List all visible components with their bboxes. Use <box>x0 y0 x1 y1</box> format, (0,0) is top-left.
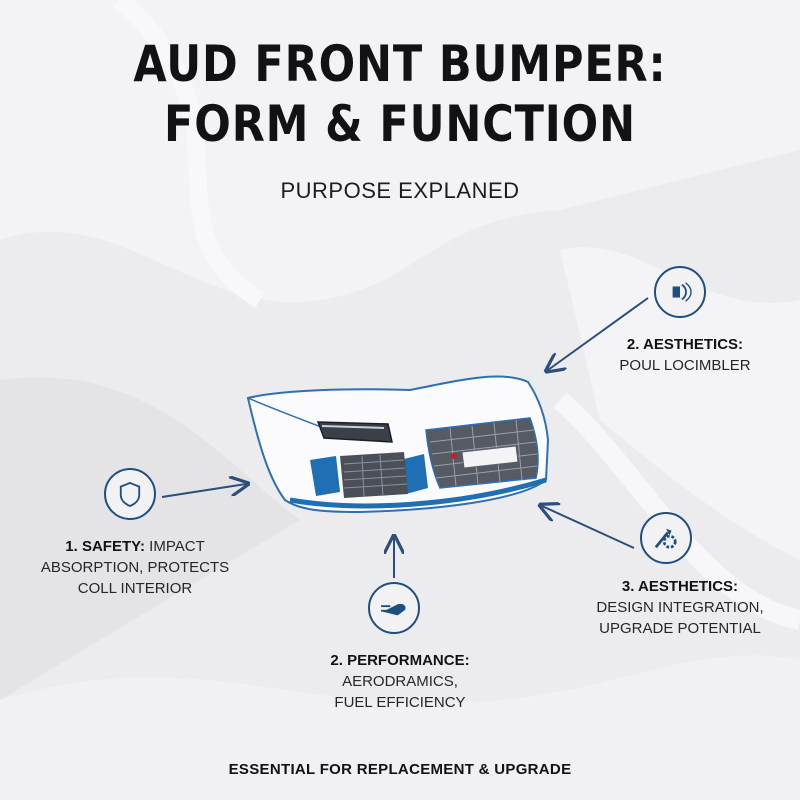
callout-heading: 1. SAFETY: <box>65 538 145 555</box>
title-line-1: AUD FRONT BUMPER: <box>133 35 667 93</box>
page-title: AUD FRONT BUMPER: FORM & FUNCTION <box>56 34 744 154</box>
callout-line: UPGRADE POTENTIAL <box>599 620 761 637</box>
callout-line: COLL INTERIOR <box>77 580 193 597</box>
callout-line: ABSORPTION, PROTECTS <box>40 559 230 576</box>
callout-safety: 1. SAFETY: IMPACT ABSORPTION, PROTECTS C… <box>30 536 240 599</box>
callout-text: IMPACT <box>149 538 205 555</box>
aero-wing-icon <box>368 582 420 634</box>
footer-tagline: ESSENTIAL FOR REPLACEMENT & UPGRADE <box>228 761 572 778</box>
callout-line: FUEL EFFICIENCY <box>334 694 466 711</box>
front-bumper-illustration <box>246 375 550 514</box>
callout-aesthetics-bottom: 3. AESTHETICS: DESIGN INTEGRATION, UPGRA… <box>580 576 780 639</box>
callout-heading: 2. AESTHETICS: <box>626 336 744 353</box>
callout-line: AERODRAMICS, <box>342 673 458 690</box>
callout-heading: 2. PERFORMANCE: <box>330 652 470 669</box>
callout-aesthetics-top: 2. AESTHETICS: POUL LOCIMBLER <box>600 334 770 376</box>
callout-line: DESIGN INTEGRATION, <box>596 599 764 616</box>
callout-heading: 3. AESTHETICS: <box>621 578 739 595</box>
shield-icon <box>104 468 156 520</box>
title-line-2: FORM & FUNCTION <box>164 95 636 153</box>
page-subtitle: PURPOSE EXPLANED <box>280 178 520 203</box>
callout-performance: 2. PERFORMANCE: AERODRAMICS, FUEL EFFICI… <box>290 650 510 713</box>
callout-line: POUL LOCIMBLER <box>619 357 751 374</box>
tools-gear-icon <box>640 512 692 564</box>
headlight-icon <box>654 266 706 318</box>
